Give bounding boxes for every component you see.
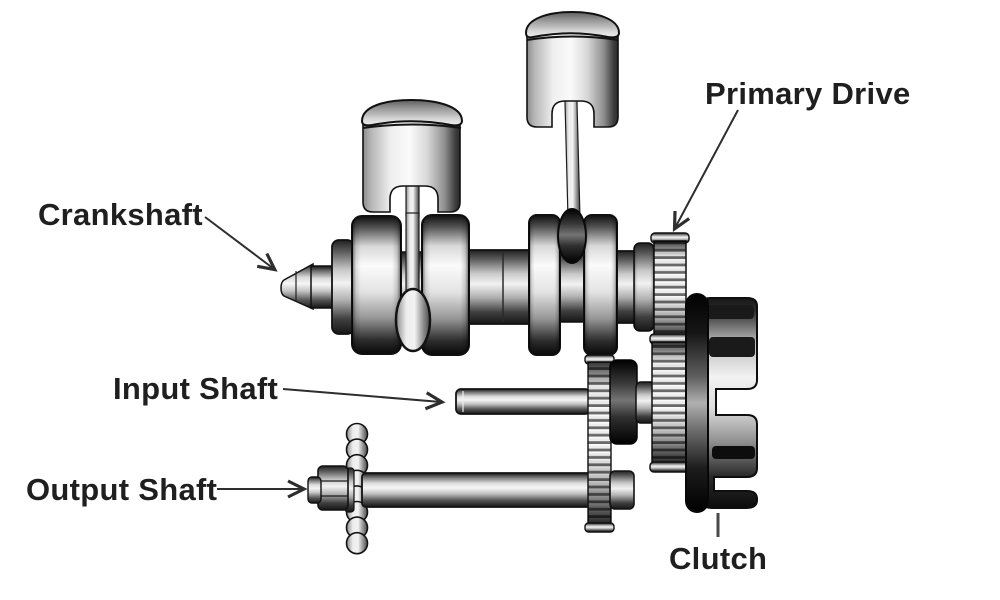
crank-web-2-shade	[422, 215, 469, 355]
input-shaft-body	[455, 388, 591, 415]
piston-right-ring-2	[526, 35, 619, 41]
primary-drive-gear	[650, 232, 690, 341]
primary-drive-label: Primary Drive	[705, 76, 911, 111]
clutch-gear-teeth-shade	[652, 342, 689, 464]
output-shaft-body	[361, 472, 613, 508]
trans-gear-cap-bottom	[584, 522, 615, 533]
rod-left-big-end	[394, 287, 432, 353]
crank-collar-right-shade	[634, 243, 654, 331]
rod-right-big-end	[557, 208, 587, 264]
pinion-teeth-shade	[654, 241, 686, 340]
basket-slot-1	[706, 305, 754, 319]
piston-left-ring-2	[362, 123, 462, 129]
crank-nose-cone	[280, 262, 314, 311]
output-shaft-stub	[609, 470, 635, 510]
input-shaft-label: Input Shaft	[113, 371, 278, 406]
clutch-basket-rim	[685, 293, 709, 513]
crank-web-3-shade	[529, 215, 560, 355]
clutch-gear-cap-bottom	[649, 461, 691, 473]
output-shaft-tip	[307, 476, 322, 504]
input-shaft-arrow	[282, 388, 446, 411]
crank-web-4-shade	[584, 215, 617, 355]
transmission-gear	[584, 354, 615, 533]
clutch-label: Clutch	[669, 541, 767, 576]
piston-left	[360, 98, 464, 217]
output-shaft-assembly	[307, 422, 613, 555]
piston-left-crown	[360, 98, 464, 127]
crankshaft-assembly	[280, 208, 655, 356]
clutch-hub-collar	[609, 359, 638, 445]
piston-right-body	[526, 31, 619, 128]
piston-right	[524, 10, 621, 219]
crankshaft-arrow	[204, 216, 278, 272]
crank-collar-left	[331, 239, 355, 335]
trans-gear-teeth-shade	[588, 362, 611, 525]
piston-left-body	[362, 119, 461, 213]
connecting-rod-left-lower	[405, 212, 420, 299]
basket-slot-2	[709, 337, 755, 357]
crankshaft-label: Crankshaft	[38, 197, 203, 232]
piston-right-crown	[524, 10, 621, 39]
input-shaft	[455, 388, 591, 415]
basket-slot-3	[712, 446, 755, 459]
output-shaft-label: Output Shaft	[26, 472, 217, 507]
crank-web-1-shade	[352, 216, 401, 354]
annotations: Crankshaft Primary Drive Input Shaft Out…	[26, 76, 911, 576]
sprocket-nut	[317, 465, 349, 511]
clutch-assembly	[609, 293, 758, 513]
sprocket-tooth	[345, 531, 369, 555]
primary-drive-arrow	[672, 109, 739, 233]
